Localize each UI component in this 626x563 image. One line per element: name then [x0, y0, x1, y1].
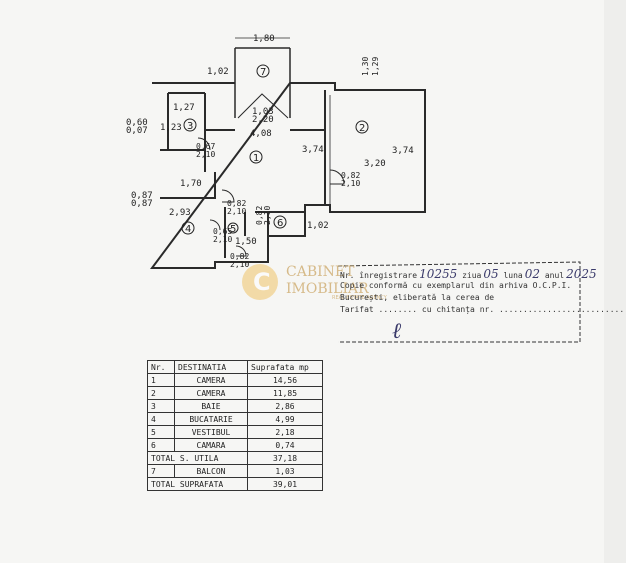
dim-room2-top-a: 1,30 [361, 57, 370, 76]
room-number-6: 6 [277, 218, 283, 229]
room-number-5: 5 [230, 224, 236, 235]
total-label: TOTAL SUPRAFATA [147, 477, 248, 491]
agency-name: CABINET IMOBILIAR [286, 264, 369, 297]
dim-room1-h: 3,74 [302, 145, 324, 155]
dim-vest-w: 1,50 [235, 237, 257, 247]
dim-door6-b: 2,10 [230, 260, 249, 269]
room-number-7: 7 [260, 67, 266, 78]
balcony-door-arc [237, 93, 289, 119]
agency-logo-icon: C [242, 264, 278, 300]
dim-balcony-width: 1,80 [253, 34, 275, 44]
page-edge [604, 0, 626, 563]
inner-walls [160, 90, 326, 258]
dim-door1-b: 2,10 [196, 150, 215, 159]
dim-storage-h: 1,02 [307, 221, 329, 231]
door-arc-4 [209, 219, 221, 231]
total-useful-row: TOTAL S. UTILA 37,18 [147, 451, 323, 465]
stamp-copy-line: Copie conformă cu exemplarul din arhiva … [340, 281, 572, 290]
total-useful-label: TOTAL S. UTILA [147, 451, 248, 465]
dim-left-side-a: 0,60 [126, 118, 148, 128]
stamp-issued-line: București, eliberată la cerea de [340, 293, 495, 302]
dim-kitchen-w: 1,70 [180, 179, 202, 189]
stamp-fee-line: Tarifat ........ cu chitanța nr. .......… [340, 305, 625, 314]
room-number-4: 4 [185, 224, 191, 235]
door-arc-2 [329, 169, 345, 185]
room-number-1: 1 [253, 153, 259, 164]
dim-balcony-inner-a: 1,03 [252, 107, 274, 117]
dim-door2-a: 0,82 [341, 171, 360, 180]
dim-room2-top-b: 1,29 [371, 57, 380, 76]
dim-door1-a: 0,67 [196, 142, 215, 151]
dim-left-side-b: 0,07 [126, 126, 148, 136]
dim-room2-h: 3,74 [392, 146, 414, 156]
dim-door5-b: 2,10 [213, 235, 232, 244]
dim-left-door-a: 0,87 [131, 191, 153, 201]
balcony-wall [234, 47, 291, 118]
stamp-border [337, 261, 581, 343]
dim-door4-b: 2,10 [263, 206, 272, 225]
total-value: 39,01 [247, 477, 323, 491]
agency-tagline: REAL ESTATE AGENCY [332, 295, 387, 301]
dim-bath-w: 1,27 [173, 103, 195, 113]
header-destinatia: DESTINATIA [174, 360, 248, 374]
outer-wall [150, 82, 426, 269]
dim-balcony-inner-b: 2,20 [252, 115, 274, 125]
balcony-row: 7 BALCON 1,03 [147, 464, 323, 478]
dim-kitchen-h: 2,93 [169, 208, 191, 218]
dim-door4-a: 0,82 [255, 206, 264, 225]
dim-left-top: 1,02 [207, 67, 229, 77]
door-arc-1 [197, 137, 211, 151]
dim-bath-h: 1,23 [160, 123, 182, 133]
room-number-3: 3 [187, 121, 193, 132]
header-nr: Nr. [147, 360, 175, 374]
door-arc-3 [221, 189, 235, 203]
room-number-2: 2 [359, 123, 365, 134]
dim-door6-a: 0,82 [230, 252, 249, 261]
table-header-row: Nr. DESTINATIA Suprafata mp [147, 360, 323, 374]
total-useful-value: 37,18 [247, 451, 323, 465]
dim-room2-w: 3,20 [364, 159, 386, 169]
header-suprafata: Suprafata mp [247, 360, 323, 374]
dim-door5-a: 0,65 [213, 227, 232, 236]
dim-door3-a: 0,82 [227, 199, 246, 208]
dim-left-door-b: 0,87 [131, 199, 153, 209]
dim-door3-b: 2,10 [227, 207, 246, 216]
dim-room1-w: 4,08 [250, 129, 272, 139]
total-row: TOTAL SUPRAFATA 39,01 [147, 477, 323, 491]
stamp-signature: ℓ [392, 319, 402, 344]
dim-door2-b: 2,10 [341, 179, 360, 188]
door-arc-5 [235, 245, 247, 257]
